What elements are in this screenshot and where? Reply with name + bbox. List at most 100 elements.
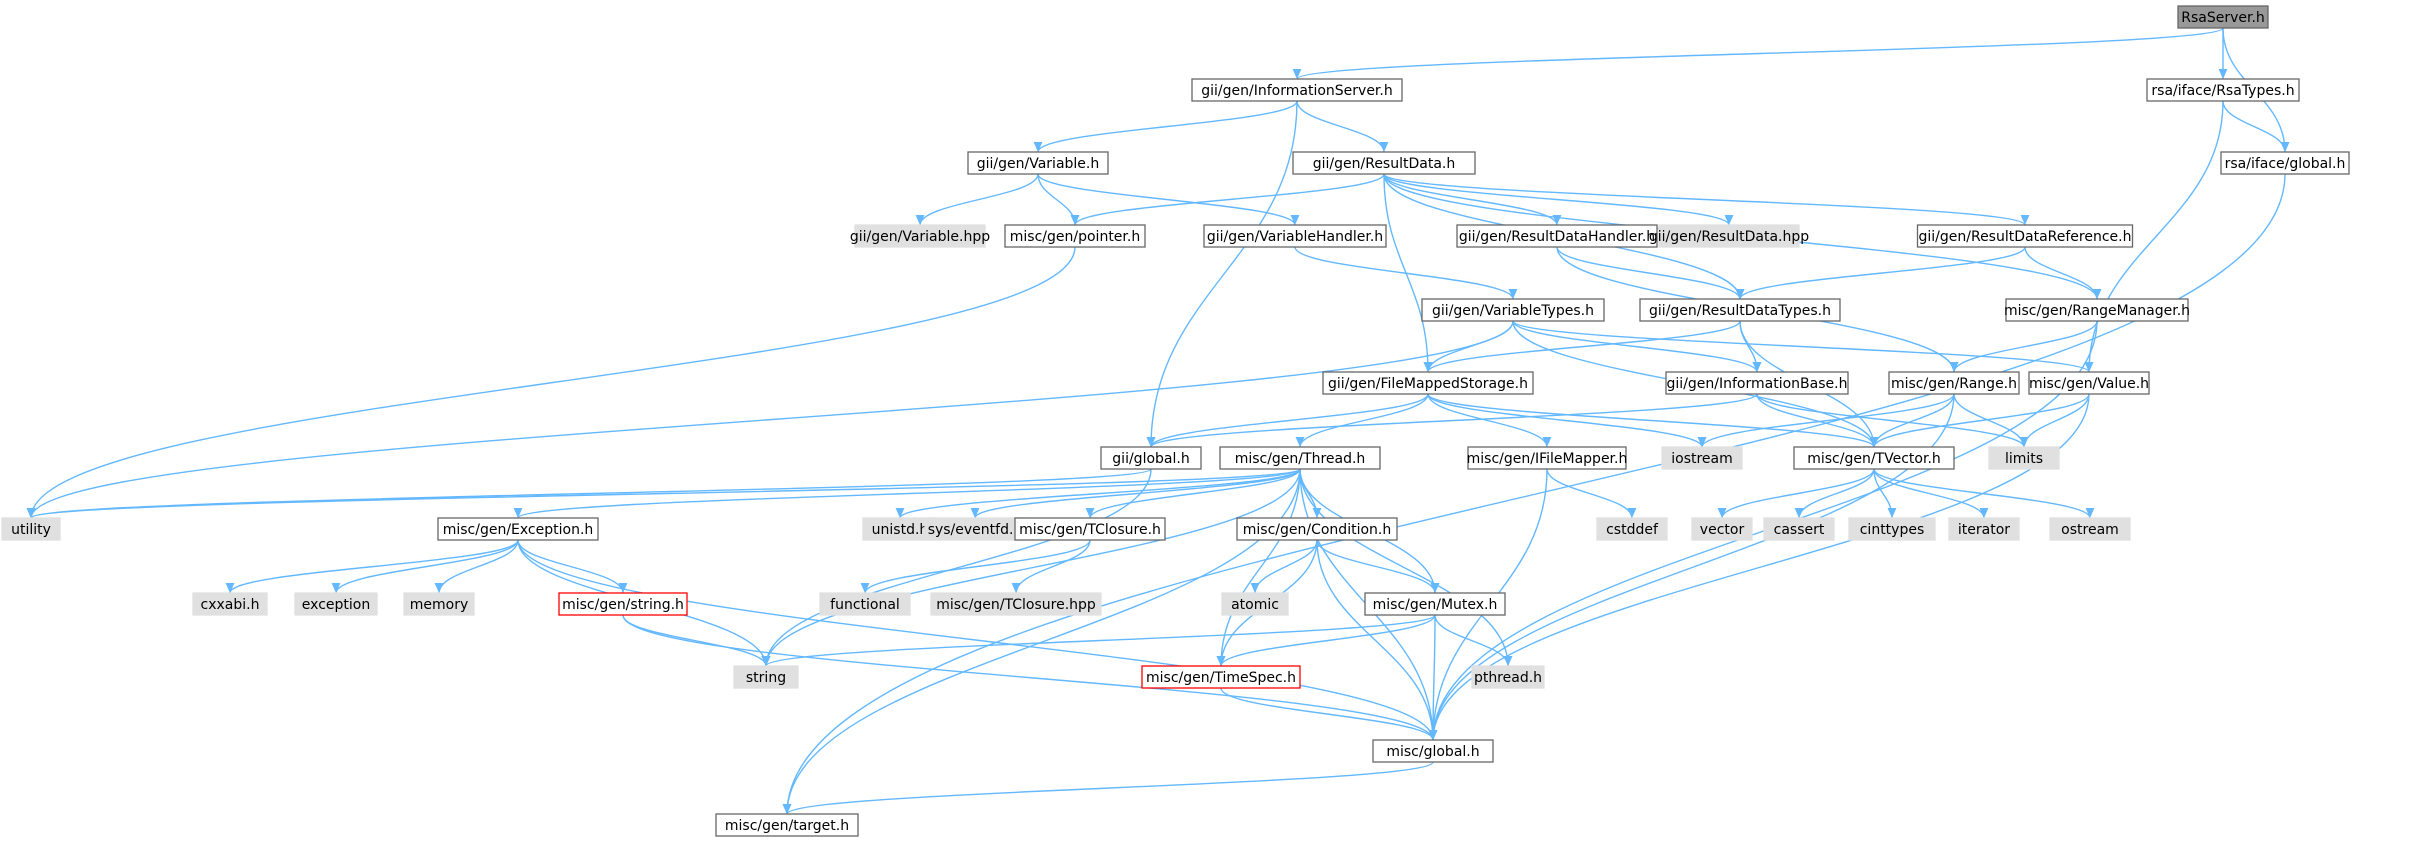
file-node[interactable]: cxxabi.h (192, 592, 268, 616)
file-node[interactable]: gii/gen/ResultData.hpp (1649, 224, 1809, 248)
file-node-box[interactable] (558, 592, 688, 616)
file-node-box[interactable] (1004, 224, 1146, 248)
file-node[interactable]: misc/gen/target.h (715, 813, 859, 837)
file-node[interactable]: gii/gen/Variable.h (967, 151, 1109, 175)
file-node[interactable]: misc/gen/Value.h (2028, 371, 2150, 395)
file-node-box[interactable] (2005, 298, 2189, 322)
file-node-box[interactable] (1219, 446, 1381, 470)
file-node[interactable]: functional (819, 592, 911, 616)
file-node[interactable]: cassert (1763, 517, 1835, 541)
file-node[interactable]: rsa/iface/global.h (2220, 151, 2350, 175)
file-node[interactable]: cinttypes (1848, 517, 1936, 541)
file-node-box[interactable] (1372, 739, 1494, 763)
file-node[interactable]: gii/gen/InformationBase.h (1665, 371, 1849, 395)
file-node[interactable]: RsaServer.h (2177, 5, 2269, 29)
file-node[interactable]: misc/gen/Thread.h (1219, 446, 1381, 470)
file-node[interactable]: sys/eventfd.h (924, 517, 1026, 541)
file-node-box[interactable] (1, 517, 61, 541)
file-node[interactable]: gii/gen/InformationServer.h (1191, 78, 1403, 102)
file-node[interactable]: gii/gen/Variable.hpp (850, 224, 990, 248)
file-node-box[interactable] (2028, 371, 2150, 395)
file-node-box[interactable] (854, 224, 986, 248)
file-node[interactable]: misc/gen/TClosure.h (1014, 517, 1166, 541)
file-node-box[interactable] (1763, 517, 1835, 541)
file-node-box[interactable] (1948, 517, 2020, 541)
file-node[interactable]: ostream (2049, 517, 2131, 541)
file-node[interactable]: string (733, 665, 799, 689)
file-node-box[interactable] (1456, 224, 1658, 248)
file-node[interactable]: misc/gen/RangeManager.h (2004, 298, 2190, 322)
file-node[interactable]: pthread.h (1471, 665, 1545, 689)
file-node[interactable]: cstddef (1596, 517, 1668, 541)
file-node[interactable]: gii/gen/ResultDataHandler.h (1456, 224, 1658, 248)
file-node-box[interactable] (437, 517, 599, 541)
file-node-box[interactable] (1665, 371, 1849, 395)
file-node[interactable]: misc/global.h (1372, 739, 1494, 763)
file-node-box[interactable] (1191, 78, 1403, 102)
file-node-box[interactable] (1596, 517, 1668, 541)
file-node[interactable]: gii/gen/VariableHandler.h (1203, 224, 1387, 248)
file-node-box[interactable] (1639, 298, 1841, 322)
file-node-box[interactable] (733, 665, 799, 689)
file-node-box[interactable] (715, 813, 859, 837)
file-node-box[interactable] (1467, 446, 1627, 470)
file-node-box[interactable] (1141, 665, 1301, 689)
file-node-box[interactable] (930, 592, 1102, 616)
file-node-box[interactable] (1203, 224, 1387, 248)
file-node[interactable]: exception (294, 592, 378, 616)
file-node[interactable]: limits (1988, 446, 2060, 470)
file-node[interactable]: misc/gen/Mutex.h (1364, 592, 1506, 616)
file-node[interactable]: iterator (1948, 517, 2020, 541)
file-node[interactable]: iostream (1661, 446, 1743, 470)
file-node-box[interactable] (819, 592, 911, 616)
file-node-box[interactable] (1988, 446, 2060, 470)
file-node-box[interactable] (1100, 446, 1202, 470)
file-node-box[interactable] (1292, 151, 1476, 175)
file-node[interactable]: gii/gen/ResultDataTypes.h (1639, 298, 1841, 322)
file-node[interactable]: misc/gen/Condition.h (1236, 517, 1398, 541)
file-node-box[interactable] (294, 592, 378, 616)
file-node[interactable]: misc/gen/string.h (558, 592, 688, 616)
file-node-box[interactable] (1691, 517, 1753, 541)
file-node-box[interactable] (192, 592, 268, 616)
file-node[interactable]: rsa/iface/RsaTypes.h (2146, 78, 2300, 102)
file-node-box[interactable] (2220, 151, 2350, 175)
file-node-box[interactable] (1471, 665, 1545, 689)
file-node-box[interactable] (1221, 592, 1289, 616)
file-node-box[interactable] (1793, 446, 1955, 470)
file-node-box[interactable] (2177, 5, 2269, 29)
file-node-box[interactable] (1364, 592, 1506, 616)
file-node-box[interactable] (1658, 224, 1800, 248)
file-node[interactable]: memory (403, 592, 475, 616)
file-node[interactable]: gii/gen/FileMappedStorage.h (1322, 371, 1534, 395)
file-node-box[interactable] (967, 151, 1109, 175)
file-node-box[interactable] (1888, 371, 2020, 395)
file-node[interactable]: misc/gen/Exception.h (437, 517, 599, 541)
file-node-box[interactable] (1322, 371, 1534, 395)
file-node-box[interactable] (2146, 78, 2300, 102)
file-node-box[interactable] (1014, 517, 1166, 541)
file-node[interactable]: gii/gen/VariableTypes.h (1421, 298, 1605, 322)
file-node[interactable]: atomic (1221, 592, 1289, 616)
file-node[interactable]: misc/gen/TClosure.hpp (930, 592, 1102, 616)
file-node-box[interactable] (1661, 446, 1743, 470)
file-node-box[interactable] (1916, 224, 2134, 248)
file-node[interactable]: misc/gen/TimeSpec.h (1141, 665, 1301, 689)
file-node-label: limits (2005, 451, 2043, 467)
file-node[interactable]: misc/gen/TVector.h (1793, 446, 1955, 470)
file-node-box[interactable] (1236, 517, 1398, 541)
file-node[interactable]: gii/global.h (1100, 446, 1202, 470)
file-node-box[interactable] (1848, 517, 1936, 541)
file-node[interactable]: misc/gen/Range.h (1888, 371, 2020, 395)
file-node[interactable]: misc/gen/IFileMapper.h (1467, 446, 1628, 470)
file-node[interactable]: utility (1, 517, 61, 541)
file-node[interactable]: gii/gen/ResultData.h (1292, 151, 1476, 175)
file-node[interactable]: vector (1691, 517, 1753, 541)
edge-n18-to-n24 (2019, 393, 2090, 448)
file-node-box[interactable] (1421, 298, 1605, 322)
file-node-box[interactable] (403, 592, 475, 616)
file-node[interactable]: gii/gen/ResultDataReference.h (1916, 224, 2134, 248)
file-node-box[interactable] (2049, 517, 2131, 541)
file-node[interactable]: misc/gen/pointer.h (1004, 224, 1146, 248)
file-node[interactable]: unistd.h (862, 517, 938, 541)
